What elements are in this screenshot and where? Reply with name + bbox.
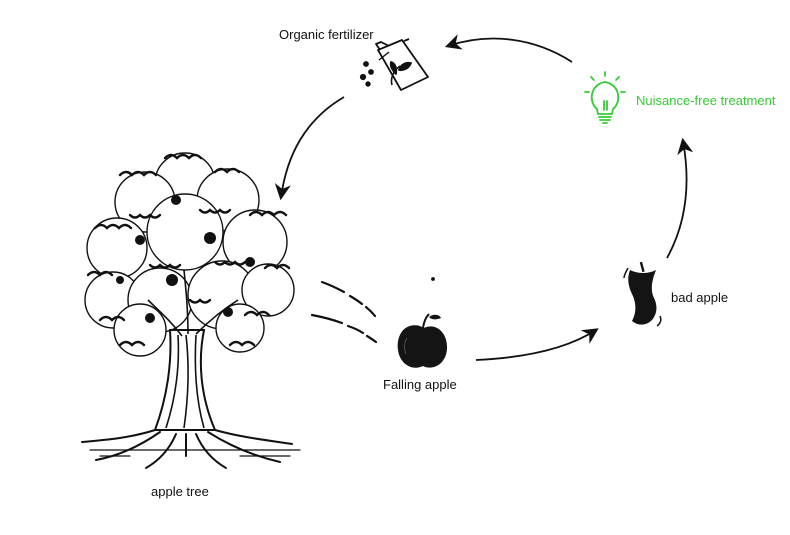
arrow-apple-to-bad-apple <box>475 328 599 361</box>
label-bad-apple: bad apple <box>671 290 729 305</box>
apple-icon <box>397 313 448 368</box>
arrow-fertilizer-to-tree <box>274 96 345 201</box>
label-apple-tree: apple tree <box>151 484 209 499</box>
apple-core-icon <box>623 261 662 327</box>
label-falling-apple: Falling apple <box>383 377 457 392</box>
light-bulb-icon <box>584 71 626 124</box>
arrow-bad-apple-to-treatment <box>666 137 694 259</box>
fertilizer-bag-icon <box>359 38 429 91</box>
label-nuisance-free-treatment: Nuisance-free treatment <box>636 93 776 108</box>
label-organic-fertilizer: Organic fertilizer <box>279 27 374 42</box>
arrow-treatment-to-fertilizer <box>444 34 573 63</box>
apple-tree-illustration <box>81 152 301 469</box>
motion-lines <box>310 277 435 344</box>
